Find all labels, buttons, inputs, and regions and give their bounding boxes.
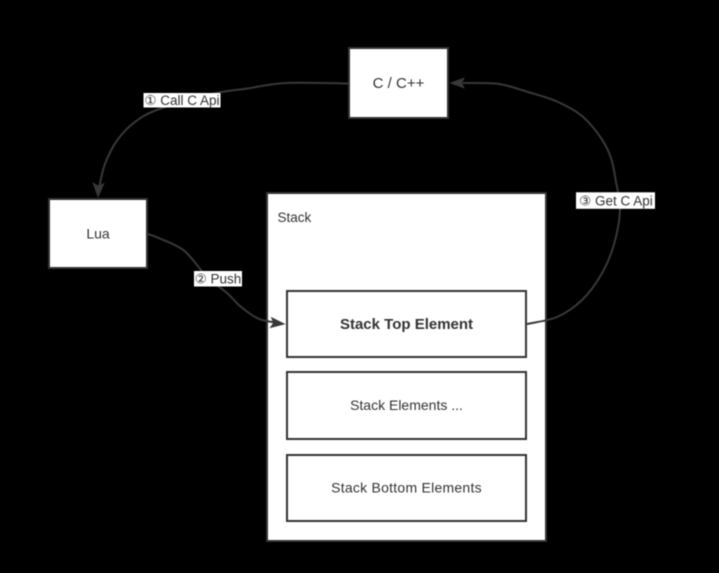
svg-text:Stack Bottom Elements: Stack Bottom Elements	[331, 480, 482, 496]
svg-text:Stack: Stack	[278, 210, 312, 225]
svg-text:Stack Elements ...: Stack Elements ...	[350, 397, 463, 413]
svg-text:① Call C Api: ① Call C Api	[144, 93, 219, 108]
svg-text:Stack Top Element: Stack Top Element	[340, 316, 473, 333]
svg-text:② Push: ② Push	[195, 272, 242, 287]
svg-text:Lua: Lua	[86, 226, 110, 242]
svg-text:C / C++: C / C++	[373, 75, 425, 92]
svg-text:③ Get C Api: ③ Get C Api	[579, 194, 653, 209]
